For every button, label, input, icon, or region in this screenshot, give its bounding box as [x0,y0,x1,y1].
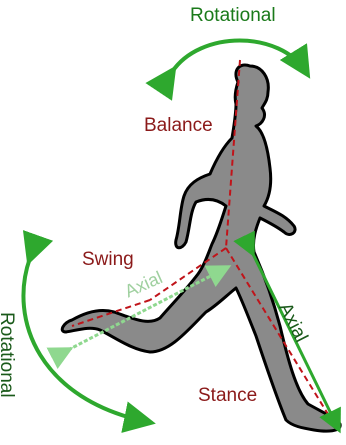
balance-label: Balance [144,116,213,135]
swing-label: Swing [82,250,134,269]
stance-label: Stance [198,386,257,405]
rotational-top-label: Rotational [190,6,276,25]
rotational-left-label: Rotational [0,312,16,398]
